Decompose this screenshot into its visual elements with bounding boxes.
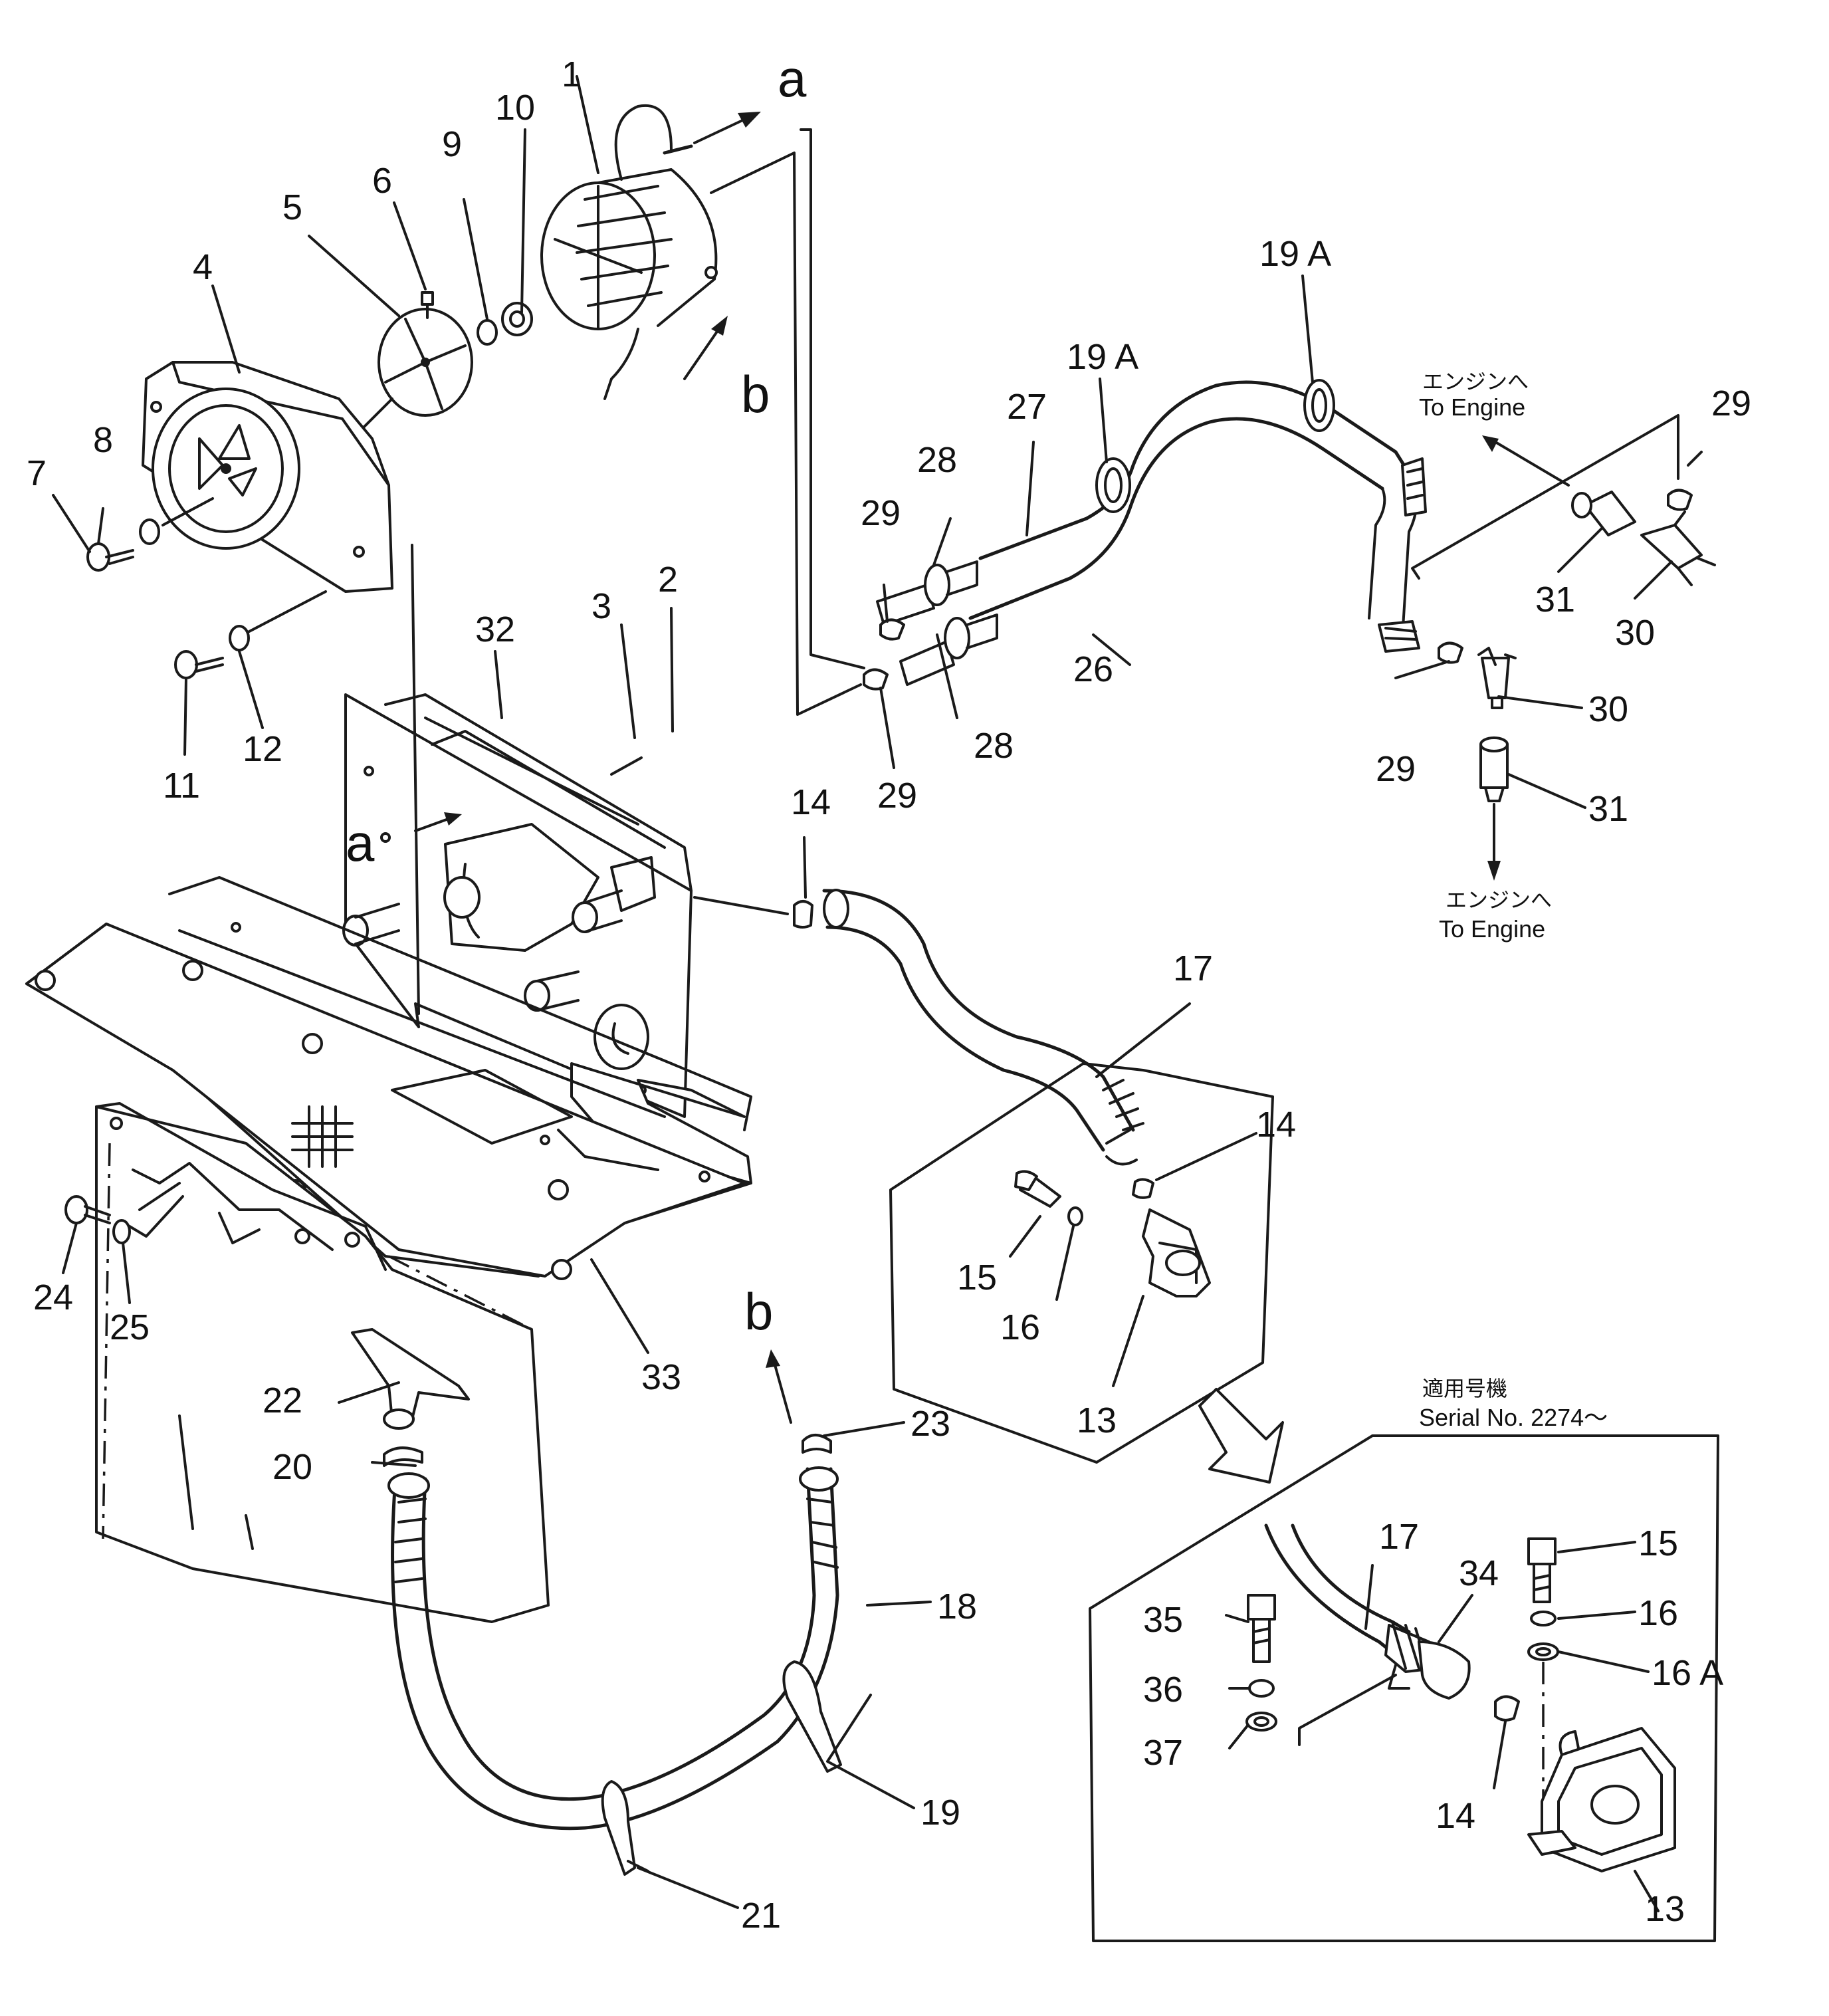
label-16: 16 xyxy=(1000,1307,1040,1347)
label-28b: 28 xyxy=(974,726,1014,766)
label-6: 6 xyxy=(372,161,392,201)
label-8: 8 xyxy=(93,420,113,460)
label-31b: 31 xyxy=(1535,580,1575,619)
serial-note: 適用号機 Serial No. 2274～ xyxy=(1419,1376,1608,1431)
engine-callout-jp-upper: エンジンへ xyxy=(1422,369,1529,394)
label-29d: 29 xyxy=(1711,384,1751,423)
label-27: 27 xyxy=(1007,387,1047,427)
ref-mark-b-top: b xyxy=(741,365,770,423)
label-19: 19 xyxy=(920,1793,960,1833)
engine-callout-en-lower: To Engine xyxy=(1439,915,1545,943)
label-13: 13 xyxy=(1077,1400,1117,1440)
center-lines xyxy=(388,128,1679,1331)
leader-lines xyxy=(52,75,1703,1912)
label-28a: 28 xyxy=(917,440,957,480)
serial-detail-box xyxy=(1089,1434,1719,1942)
engine-callout-jp-lower: エンジンへ xyxy=(1446,887,1552,913)
screws-housing xyxy=(86,497,327,679)
part-number-labels: 1 10 9 6 5 4 8 7 11 12 32 3 2 14 29 28 2… xyxy=(27,55,1751,1936)
label-34: 34 xyxy=(1459,1553,1499,1593)
water-hoses xyxy=(863,379,1693,691)
label-12: 12 xyxy=(243,729,282,769)
label-26: 26 xyxy=(1073,649,1113,689)
label-15: 15 xyxy=(957,1258,997,1297)
label-30b: 30 xyxy=(1615,613,1655,653)
ref-mark-a-top: a xyxy=(778,49,807,108)
serial-note-en: Serial No. 2274～ xyxy=(1419,1404,1608,1431)
label-25: 25 xyxy=(110,1307,150,1347)
screws-cover xyxy=(64,1195,184,1244)
label-16b: 16 xyxy=(1638,1593,1678,1633)
label-17: 17 xyxy=(1173,949,1213,988)
label-32: 32 xyxy=(475,610,515,649)
label-29c: 29 xyxy=(1376,749,1416,789)
valves-fittings xyxy=(1477,491,1716,802)
fan-housing xyxy=(142,361,393,593)
detail-arrow xyxy=(1198,1388,1284,1484)
label-18: 18 xyxy=(937,1587,977,1626)
label-1: 1 xyxy=(562,55,582,94)
label-23: 23 xyxy=(911,1404,950,1444)
label-3: 3 xyxy=(592,586,611,626)
label-2: 2 xyxy=(658,560,678,600)
serial-note-jp: 適用号機 xyxy=(1422,1376,1507,1401)
label-4: 4 xyxy=(193,247,213,287)
engine-callout-en-upper: To Engine xyxy=(1419,393,1525,421)
fan-rotor xyxy=(354,291,533,437)
ref-mark-b-bottom: b xyxy=(744,1282,773,1341)
label-29a: 29 xyxy=(861,493,901,533)
engine-callouts: エンジンへ To Engine エンジンへ To Engine xyxy=(1419,369,1552,943)
label-30a: 30 xyxy=(1588,689,1628,729)
label-37: 37 xyxy=(1143,1733,1183,1773)
label-24: 24 xyxy=(33,1278,73,1317)
label-20: 20 xyxy=(272,1447,312,1487)
ref-mark-a-panel: a xyxy=(346,814,375,872)
label-11: 11 xyxy=(163,766,200,806)
label-14c: 14 xyxy=(1436,1796,1475,1836)
label-35: 35 xyxy=(1143,1600,1183,1640)
label-15b: 15 xyxy=(1638,1523,1678,1563)
drain-spout xyxy=(351,1328,470,1467)
grid-symbol xyxy=(291,1105,354,1168)
floor-plate xyxy=(25,876,752,1280)
heater-body xyxy=(342,693,693,1118)
label-31a: 31 xyxy=(1588,789,1628,829)
blower-motor xyxy=(540,104,718,400)
label-22: 22 xyxy=(263,1381,302,1420)
label-10: 10 xyxy=(495,88,535,128)
reference-marks: a b a b xyxy=(346,49,807,1341)
label-14b: 14 xyxy=(1256,1105,1296,1145)
label-5: 5 xyxy=(282,187,302,227)
label-13b: 13 xyxy=(1645,1889,1685,1929)
floor-hose xyxy=(793,889,1144,1166)
lower-hose xyxy=(387,1434,842,1876)
label-9: 9 xyxy=(442,124,462,164)
outlet-detail-box xyxy=(889,1062,1274,1464)
label-21: 21 xyxy=(741,1896,781,1936)
label-7: 7 xyxy=(27,453,47,493)
label-33: 33 xyxy=(641,1357,681,1397)
duct-cover xyxy=(95,1102,550,1623)
label-29b: 29 xyxy=(877,776,917,816)
label-17b: 17 xyxy=(1379,1517,1419,1557)
label-19a-1: 19 A xyxy=(1067,337,1138,377)
label-36: 36 xyxy=(1143,1670,1183,1710)
label-16a: 16 A xyxy=(1652,1653,1723,1693)
label-14: 14 xyxy=(791,782,831,822)
flow-arrows xyxy=(414,112,1570,1424)
label-19a-2: 19 A xyxy=(1259,234,1331,274)
